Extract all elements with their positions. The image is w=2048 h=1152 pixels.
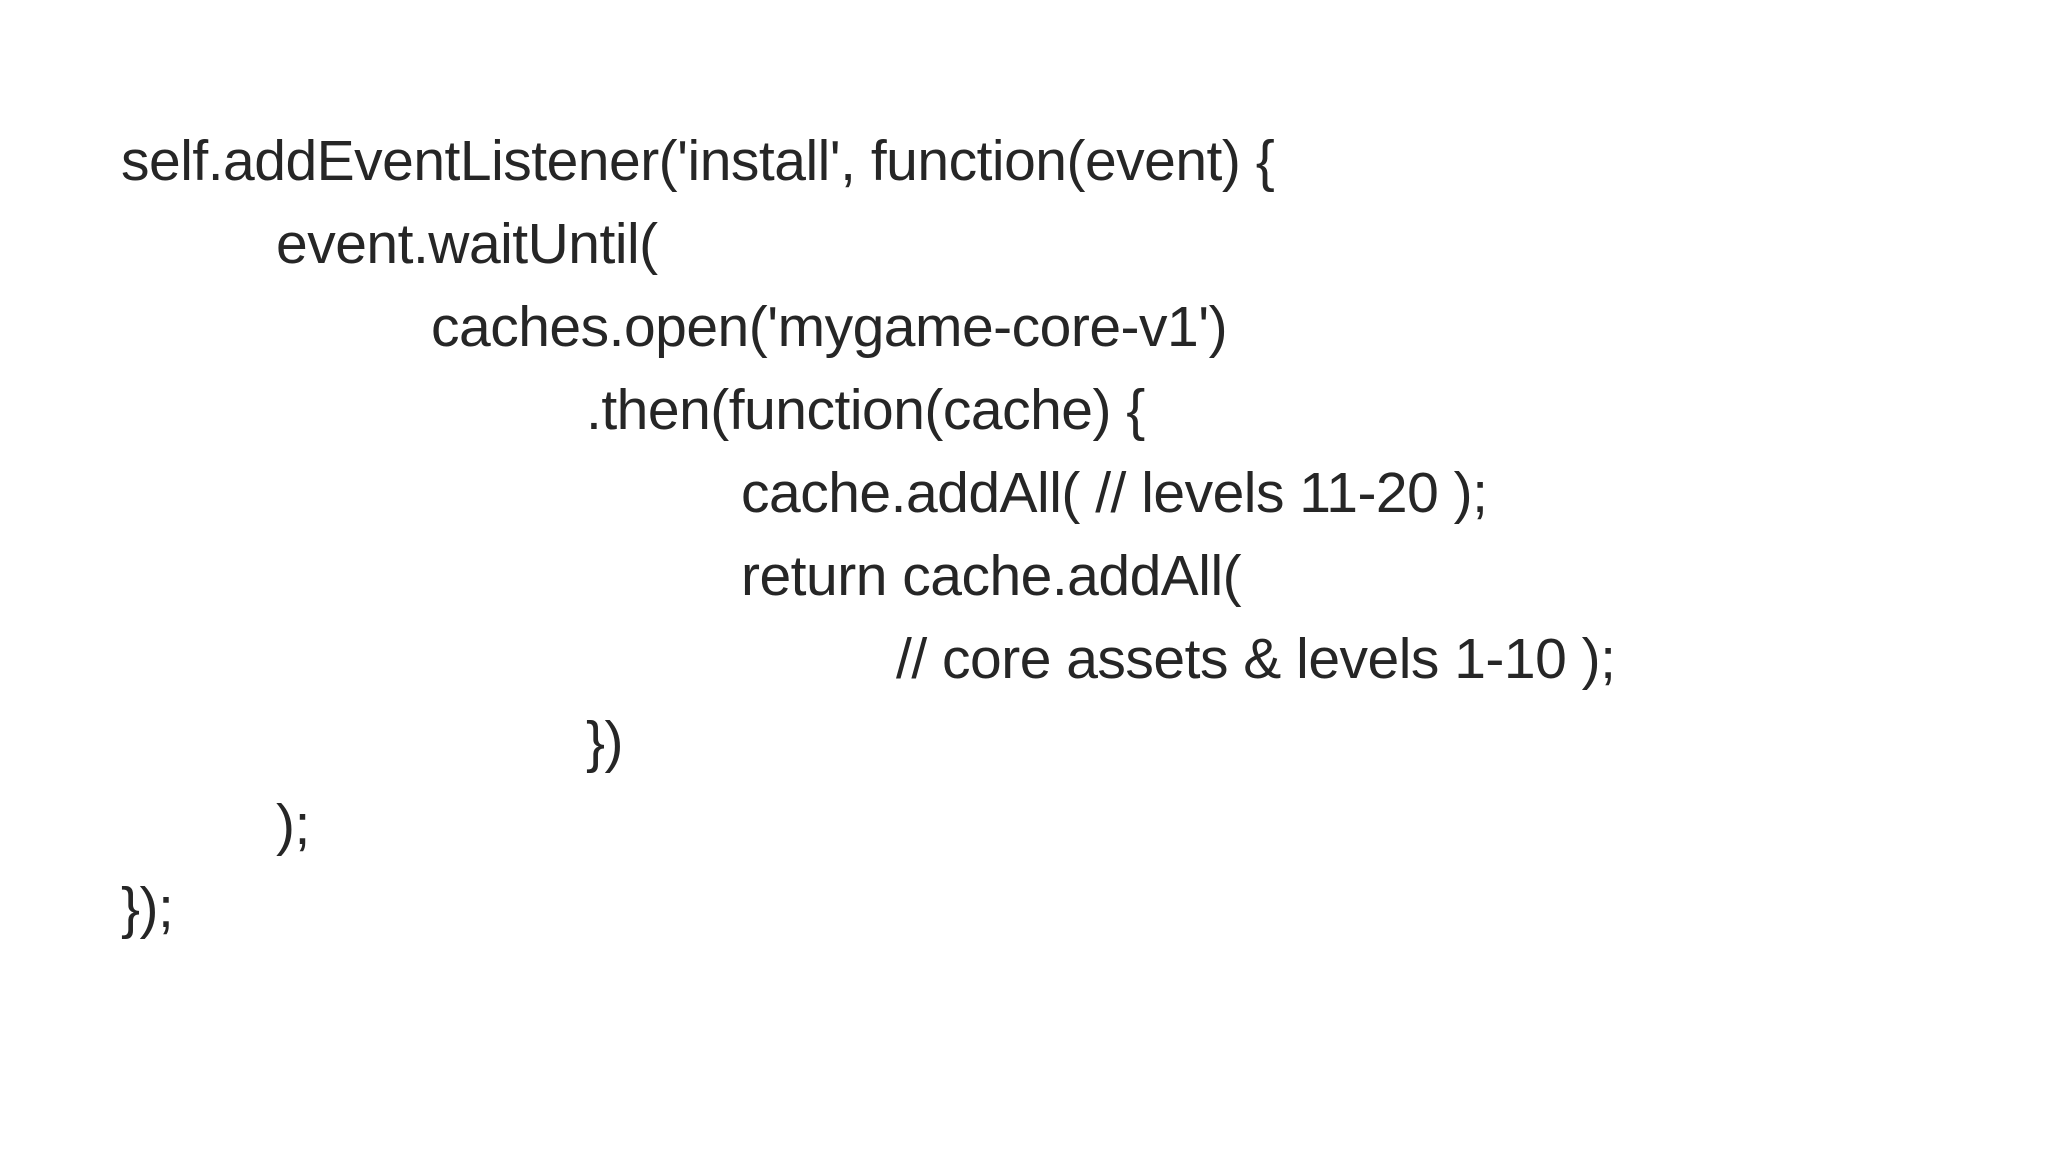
code-line: }); (121, 876, 174, 940)
code-line: .then(function(cache) { (586, 378, 1145, 442)
code-line: cache.addAll( // levels 11-20 ); (741, 461, 1488, 525)
code-line: ); (276, 793, 310, 857)
code-block: self.addEventListener('install', functio… (121, 120, 1616, 950)
code-line: // core assets & levels 1-10 ); (896, 627, 1616, 691)
code-line: return cache.addAll( (741, 544, 1242, 608)
code-line: }) (586, 710, 624, 774)
code-line: self.addEventListener('install', functio… (121, 129, 1275, 193)
code-line: event.waitUntil( (276, 212, 658, 276)
code-line: caches.open('mygame-core-v1') (431, 295, 1228, 359)
